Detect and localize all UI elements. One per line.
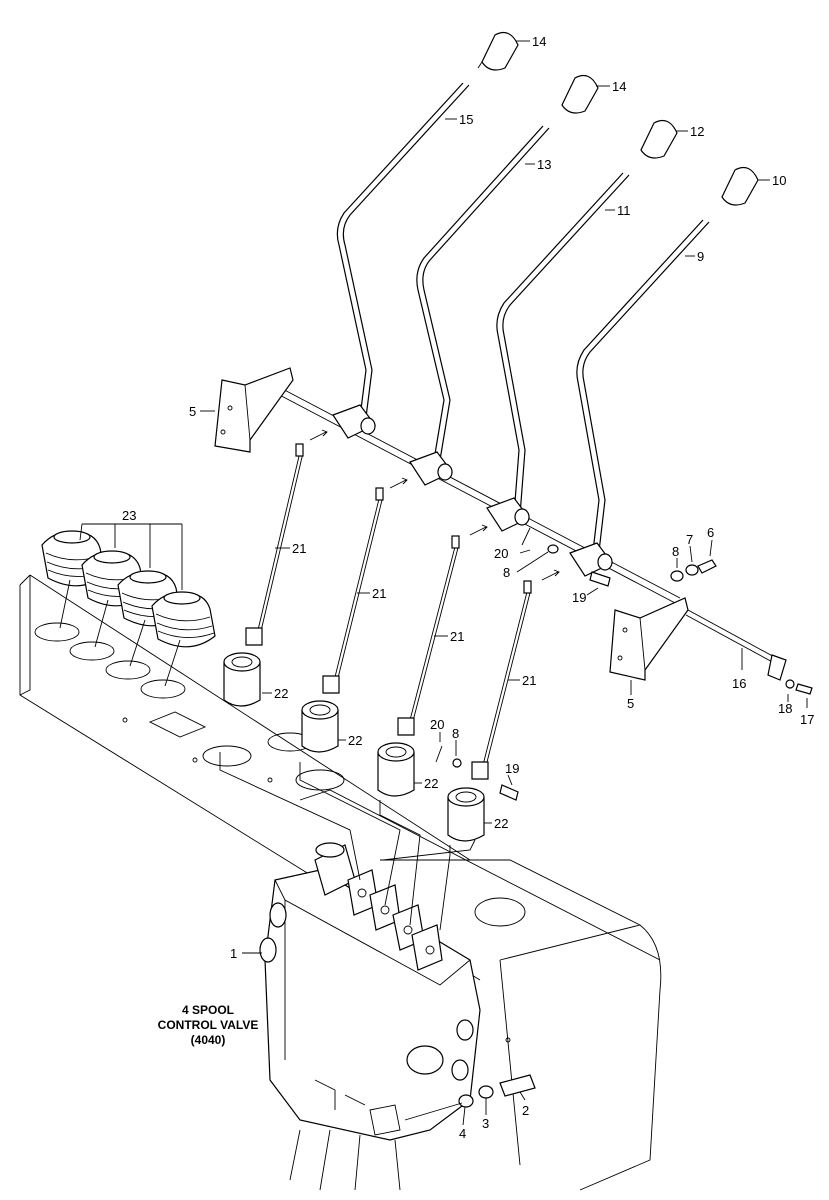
label-21-3: 21 xyxy=(450,629,464,644)
knob-12 xyxy=(640,120,678,159)
label-18: 18 xyxy=(778,701,792,716)
label-7: 7 xyxy=(686,532,693,547)
hardware-right xyxy=(404,527,717,1121)
link-rod-21-2 xyxy=(322,487,384,694)
label-22-2: 22 xyxy=(348,733,362,748)
lever-13 xyxy=(416,125,550,461)
label-14-top: 14 xyxy=(532,34,546,49)
cotter-20-lower xyxy=(435,745,443,763)
label-20-upper: 20 xyxy=(494,546,508,561)
caption-line-2: CONTROL VALVE xyxy=(158,1018,259,1032)
cotter-20-upper xyxy=(521,527,531,546)
label-1: 1 xyxy=(230,946,237,961)
label-13: 13 xyxy=(537,157,551,172)
label-12: 12 xyxy=(690,124,704,139)
label-6: 6 xyxy=(707,525,714,540)
bushing-22-3 xyxy=(377,742,415,797)
control-valve-body xyxy=(259,842,481,1191)
label-19-lower: 19 xyxy=(505,761,519,776)
pivot-blocks xyxy=(332,404,613,577)
label-3: 3 xyxy=(482,1116,489,1131)
washer-8-upper xyxy=(547,544,559,554)
valve-caption: 4 SPOOL CONTROL VALVE (4040) xyxy=(158,1003,259,1047)
bracket-5-right xyxy=(609,597,689,681)
label-22-4: 22 xyxy=(494,816,508,831)
link-rod-21-1 xyxy=(245,443,304,646)
label-10: 10 xyxy=(772,173,786,188)
label-21-1: 21 xyxy=(292,541,306,556)
label-21-2: 21 xyxy=(372,586,386,601)
pin-19-upper xyxy=(589,571,611,587)
label-22-1: 22 xyxy=(274,686,288,701)
tractor-housing xyxy=(380,839,662,1191)
leader-lines xyxy=(79,40,808,1126)
label-17: 17 xyxy=(800,712,814,727)
knob-10 xyxy=(721,167,759,206)
label-21-4: 21 xyxy=(522,673,536,688)
label-5-left: 5 xyxy=(189,404,196,419)
knob-14-top xyxy=(477,32,519,71)
console-plate xyxy=(19,574,661,981)
bracket-5-left xyxy=(214,367,294,453)
bolt-2 xyxy=(499,1074,536,1097)
caption-line-1: 4 SPOOL xyxy=(182,1003,234,1017)
caption-line-3: (4040) xyxy=(191,1033,226,1047)
label-8-right: 8 xyxy=(672,544,679,559)
washer-7 xyxy=(685,564,699,576)
lever-11 xyxy=(496,172,630,516)
bushing-leader-lines xyxy=(219,752,451,931)
valve-spool-ends xyxy=(314,842,443,971)
callout-labels: 14 14 12 10 15 13 11 9 5 5 23 21 21 21 2… xyxy=(122,34,814,1141)
assembly-arrows xyxy=(309,429,560,581)
label-16: 16 xyxy=(732,676,746,691)
rod-16 xyxy=(685,609,813,695)
boot-4 xyxy=(151,591,216,648)
washer-8-right xyxy=(670,570,684,582)
label-8-upper: 8 xyxy=(503,565,510,580)
link-rod-21-4 xyxy=(471,580,532,780)
label-8-lower: 8 xyxy=(452,726,459,741)
link-rod-21-3 xyxy=(397,535,460,736)
label-9: 9 xyxy=(697,249,704,264)
label-4: 4 xyxy=(459,1126,466,1141)
label-20-lower: 20 xyxy=(430,717,444,732)
bushing-22-1 xyxy=(223,652,261,707)
label-15: 15 xyxy=(459,112,473,127)
cross-shaft xyxy=(271,384,681,605)
label-5-right: 5 xyxy=(627,696,634,711)
lockwasher-3 xyxy=(478,1085,494,1099)
lever-15 xyxy=(336,82,470,426)
bushing-22-2 xyxy=(301,700,339,753)
label-14-second: 14 xyxy=(612,79,626,94)
bushing-22-4 xyxy=(447,787,485,842)
lever-9 xyxy=(576,219,710,561)
label-11: 11 xyxy=(617,203,631,218)
label-23: 23 xyxy=(122,508,136,523)
washer-8-lower xyxy=(452,758,462,768)
pin-19-lower xyxy=(499,784,519,801)
bolt-6 xyxy=(697,559,717,574)
rubber-boots-23 xyxy=(41,530,216,687)
label-19-upper: 19 xyxy=(572,590,586,605)
label-2: 2 xyxy=(522,1103,529,1118)
washer-4 xyxy=(458,1094,474,1108)
knob-14-second xyxy=(561,75,599,114)
label-22-3: 22 xyxy=(424,776,438,791)
